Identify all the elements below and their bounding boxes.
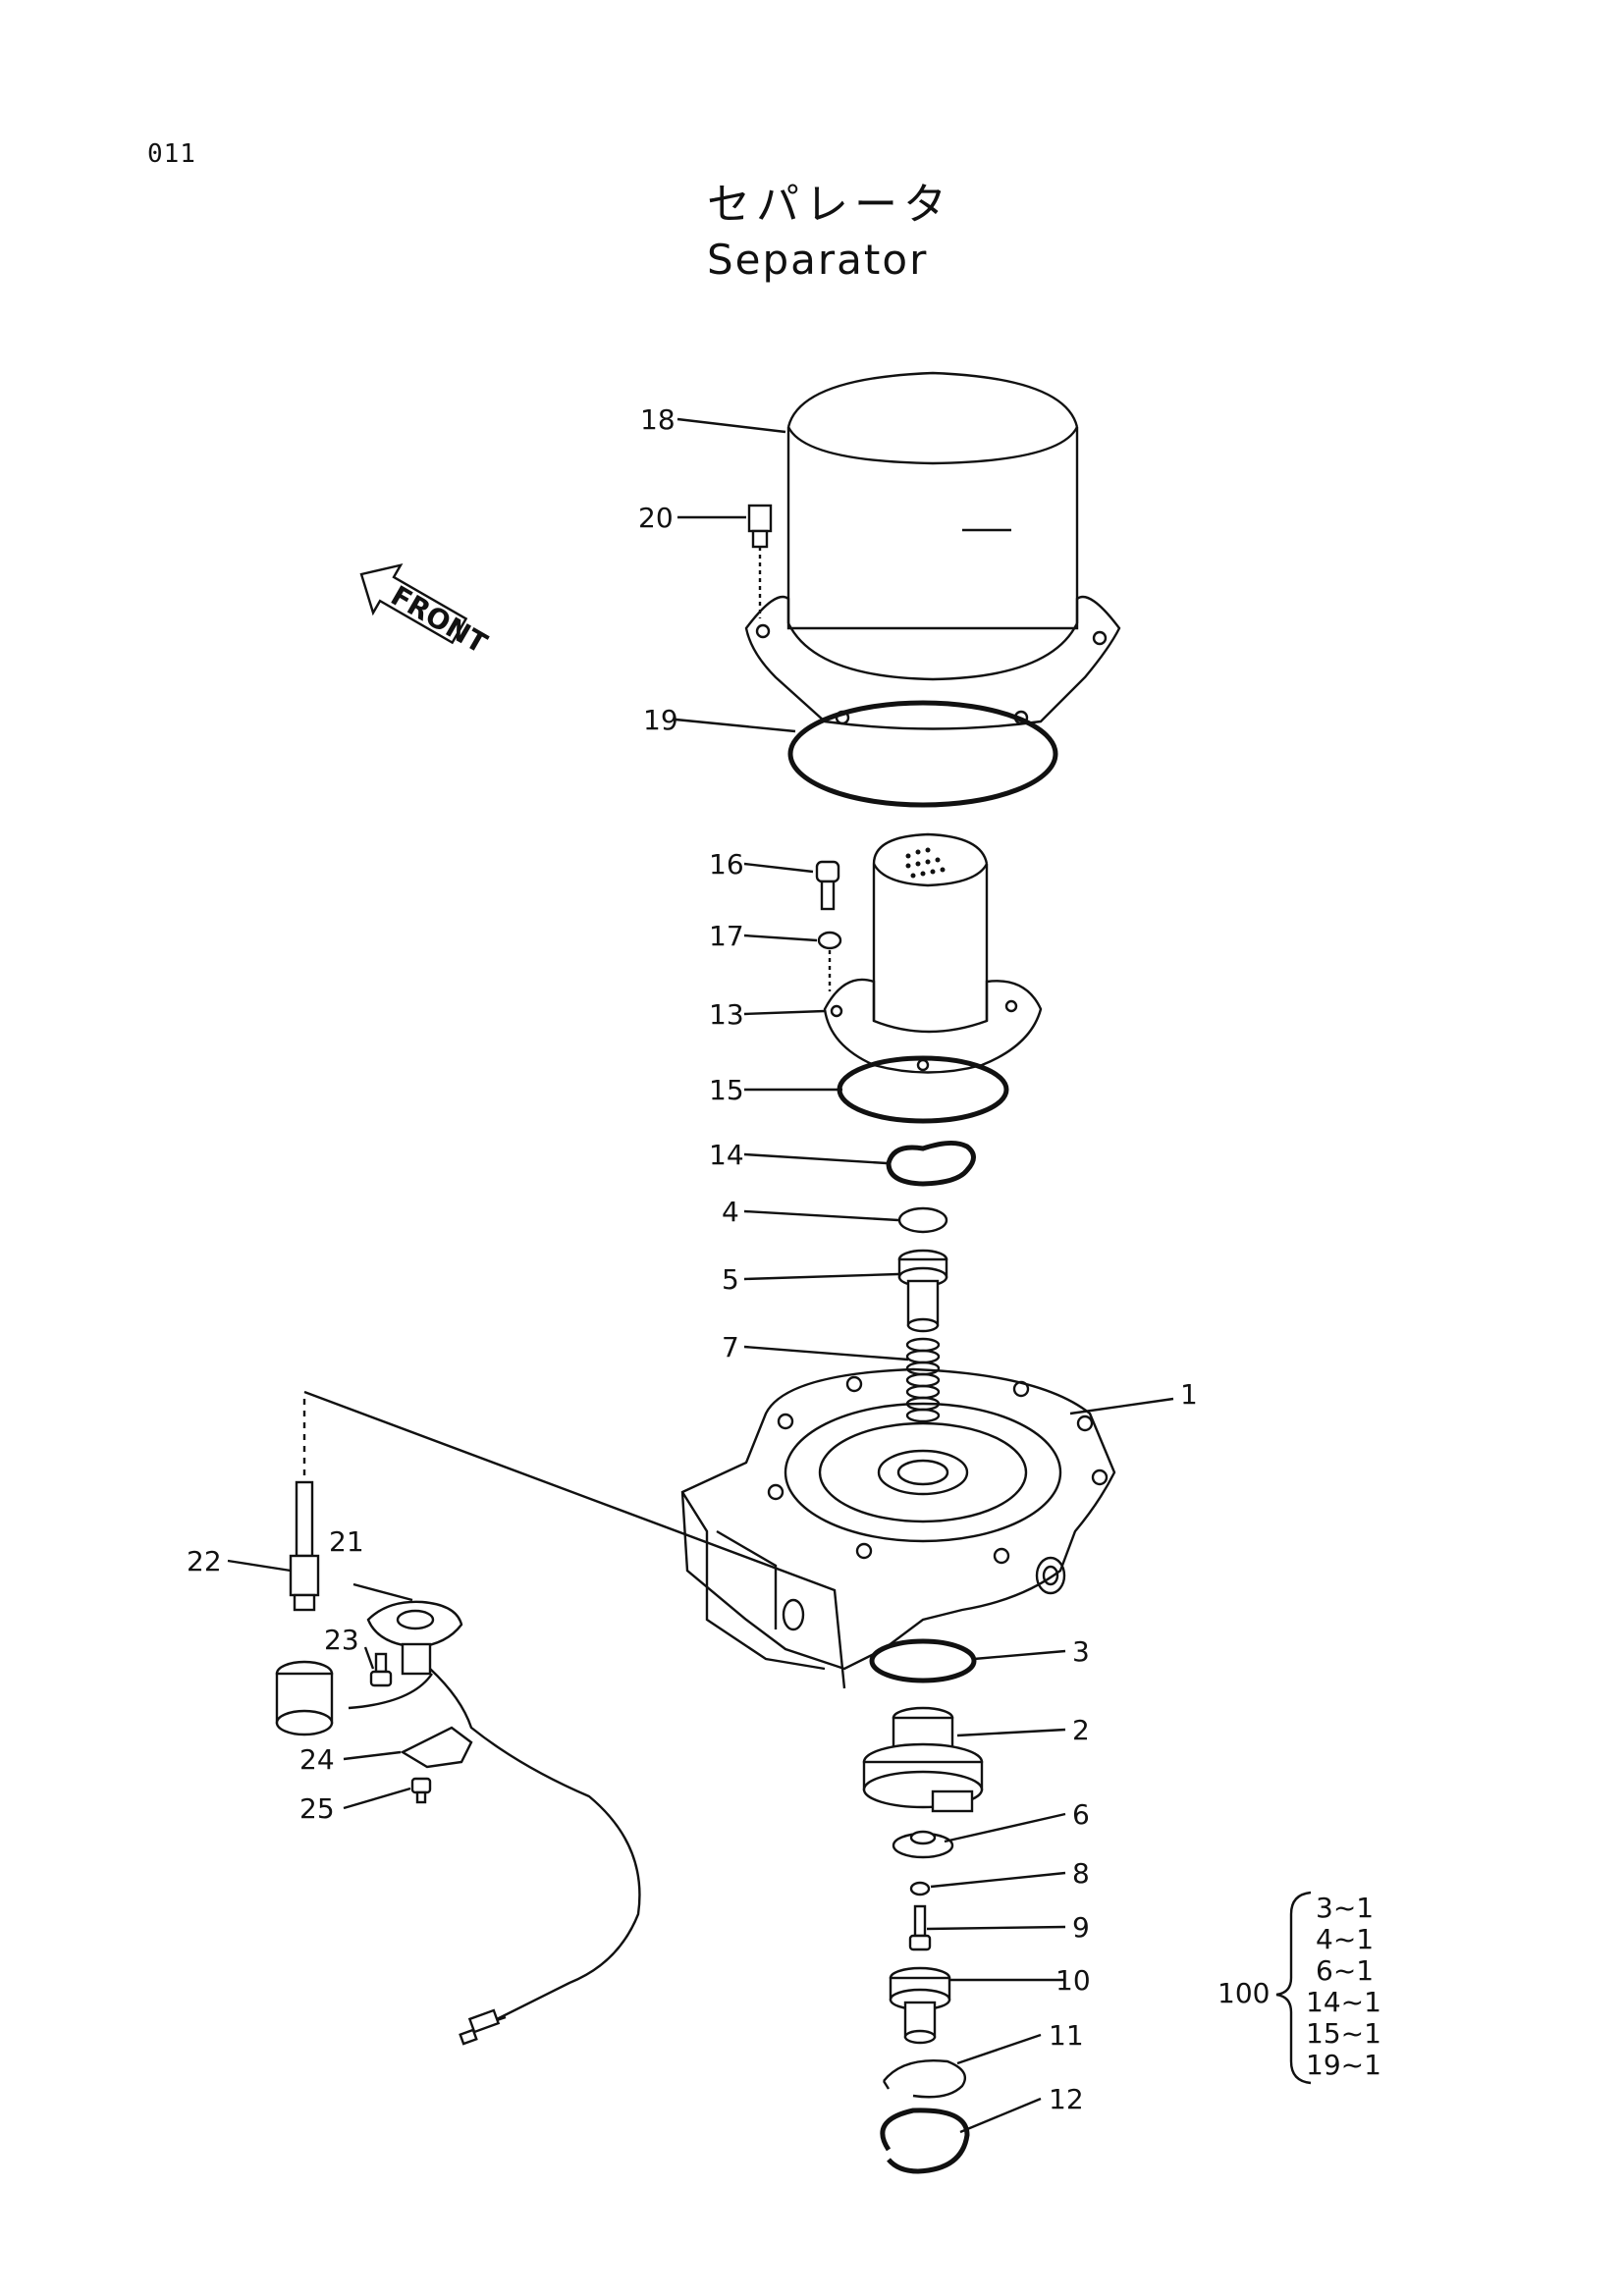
front-arrow-icon: FRONT [359, 562, 493, 660]
callout-7: 7 [722, 1331, 739, 1363]
diaphragm-part-icon [892, 1830, 954, 1859]
callout-9: 9 [1072, 1911, 1090, 1944]
leader-lines [227, 417, 1174, 2134]
piston-part-icon [889, 1966, 951, 2045]
kit-number: 100 [1217, 1977, 1270, 2009]
kit-item: 6~1 [1316, 1954, 1374, 1987]
o-ring-medium-icon [837, 1055, 1009, 1124]
spring-part-icon [905, 1337, 941, 1423]
callout-3: 3 [1072, 1635, 1090, 1668]
kit-item: 14~1 [1306, 1986, 1381, 2018]
front-label: FRONT [385, 579, 492, 660]
callout-17: 17 [709, 920, 744, 952]
bracket-part-icon [400, 1726, 473, 1769]
valve-part-icon [897, 1249, 948, 1333]
kit-item: 4~1 [1316, 1923, 1374, 1955]
callout-23: 23 [324, 1624, 359, 1656]
callout-12: 12 [1049, 2083, 1084, 2115]
connector-cap-part-icon [275, 1660, 334, 1736]
callout-1: 1 [1180, 1378, 1198, 1411]
callout-6: 6 [1072, 1798, 1090, 1831]
callout-13: 13 [709, 998, 744, 1031]
screw-23-part-icon [369, 1652, 393, 1687]
clip-part-icon [882, 2059, 967, 2099]
o-ring-large-icon [787, 700, 1058, 808]
kit-item: 15~1 [1306, 2017, 1381, 2050]
callout-21: 21 [329, 1525, 364, 1558]
snap-ring-part-icon [880, 2108, 970, 2174]
washer-small-icon [909, 1881, 931, 1896]
callout-22: 22 [187, 1545, 222, 1577]
sensor-part-icon [289, 1390, 846, 1689]
cover-part-icon [744, 371, 1121, 730]
pressure-switch-part-icon [348, 1600, 641, 2024]
callout-11: 11 [1049, 2019, 1084, 2052]
filter-element-part-icon [823, 832, 1043, 1074]
page-number: 011 [147, 139, 196, 169]
callout-16: 16 [709, 848, 744, 881]
valve-seat-part-icon [862, 1706, 984, 1813]
screw-part-icon [815, 860, 840, 911]
callout-20: 20 [638, 502, 674, 534]
kit-group: 100 3~1 4~1 6~1 14~1 15~1 19~1 [1217, 1891, 1381, 2085]
callout-2: 2 [1072, 1714, 1090, 1746]
separator-body-part-icon [680, 1367, 1116, 1671]
callout-5: 5 [722, 1263, 739, 1296]
callout-8: 8 [1072, 1857, 1090, 1890]
callout-19: 19 [643, 704, 678, 736]
screw-small-part-icon [908, 1904, 932, 1951]
cable-connector-part-icon [459, 2008, 507, 2046]
callout-15: 15 [709, 1074, 744, 1106]
kit-brace-icon [1275, 1891, 1312, 2085]
title-japanese: セパレータ [707, 180, 952, 230]
callout-10: 10 [1055, 1964, 1091, 1997]
gasket-part-icon [886, 1141, 976, 1187]
callout-25: 25 [299, 1792, 335, 1825]
callout-24: 24 [299, 1743, 335, 1776]
o-ring-small-icon [897, 1206, 948, 1234]
callout-14: 14 [709, 1139, 744, 1171]
callout-18: 18 [640, 403, 676, 436]
o-ring-bottom-icon [869, 1638, 977, 1683]
callout-4: 4 [722, 1196, 739, 1228]
washer-part-icon [817, 931, 842, 950]
title-english: Separator [707, 236, 929, 284]
kit-item: 19~1 [1306, 2049, 1381, 2081]
bolt-part-icon [747, 504, 773, 618]
kit-item: 3~1 [1316, 1892, 1374, 1924]
screw-25-part-icon [410, 1777, 432, 1804]
callout-labels: 18 20 19 16 17 13 15 14 4 5 7 1 3 2 6 8 … [187, 403, 1198, 2115]
